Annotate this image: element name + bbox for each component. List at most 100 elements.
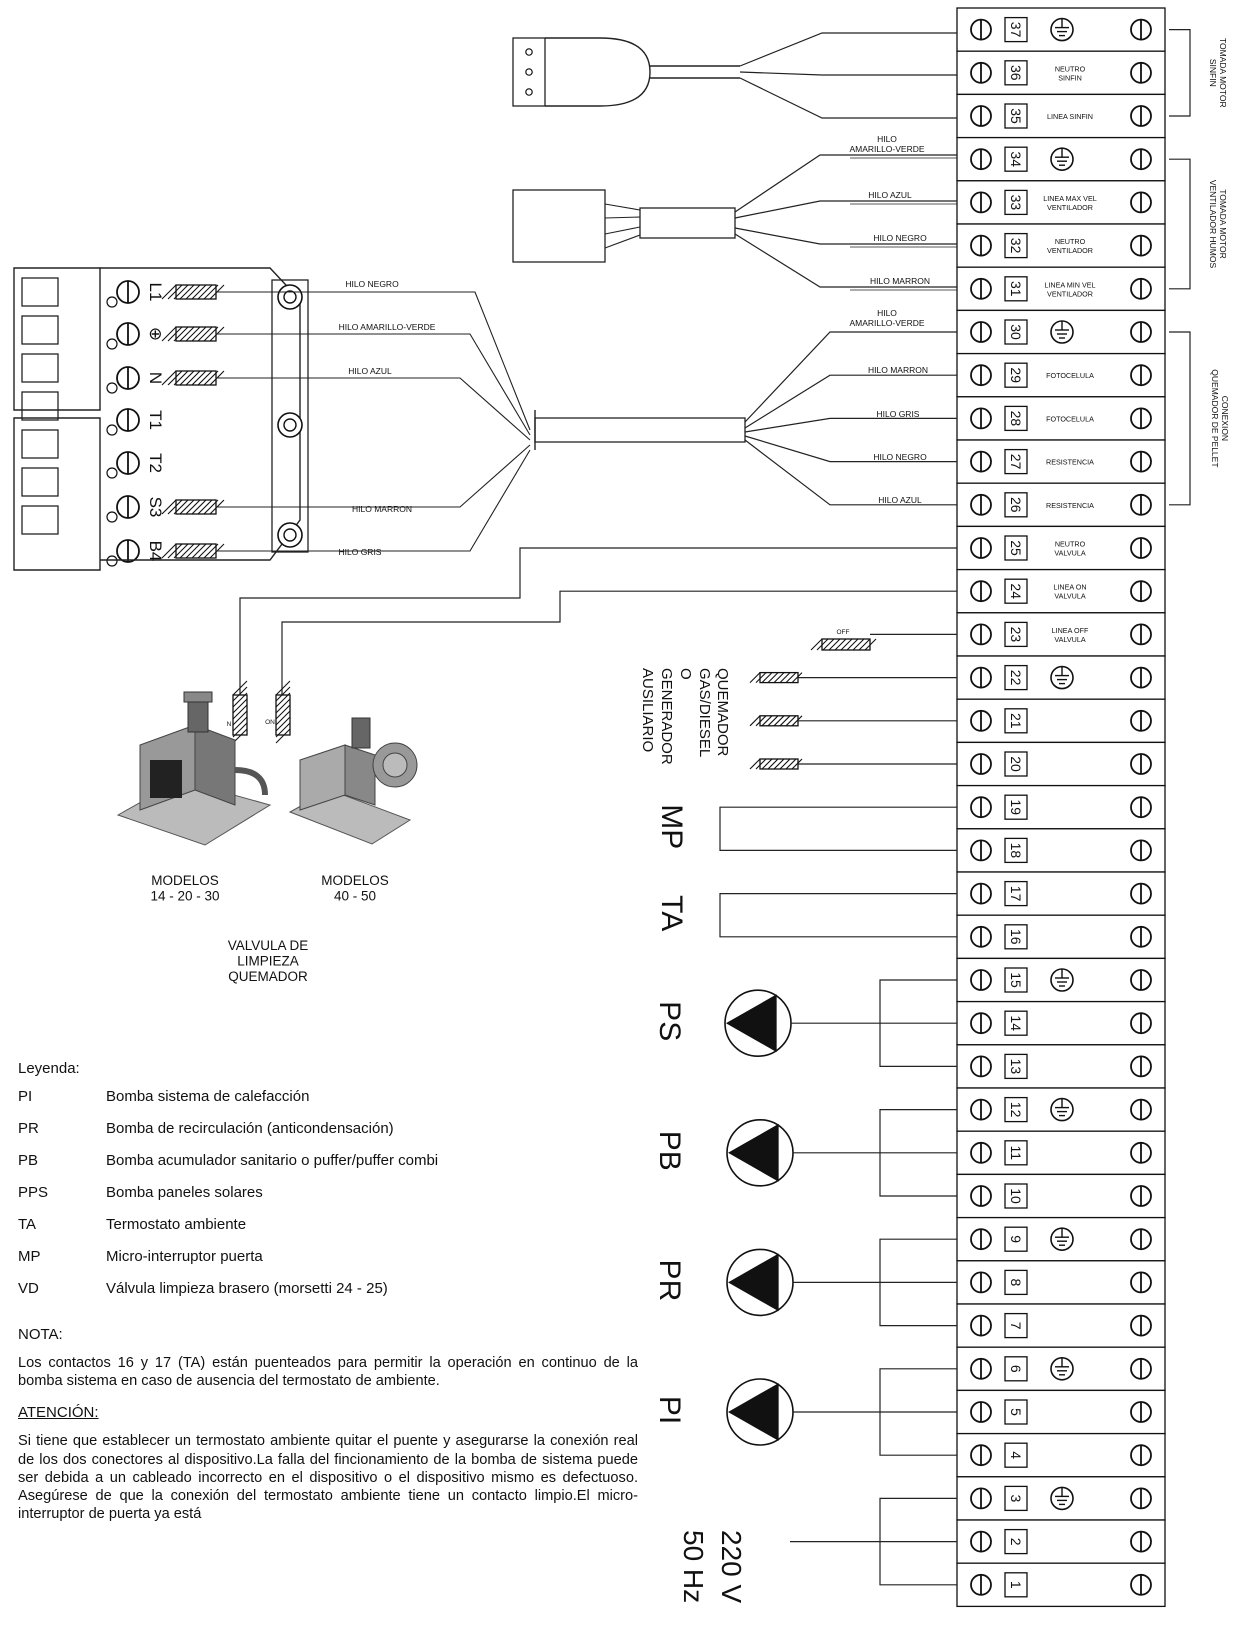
- hatch-line: [173, 499, 189, 515]
- hatch-line: [232, 704, 248, 720]
- screw-icon: [1130, 1573, 1152, 1596]
- mp-jumper: [719, 806, 957, 851]
- terminal-number: 8: [1008, 1279, 1024, 1287]
- pump-triangle: [727, 1253, 779, 1312]
- hatch-line: [161, 543, 177, 559]
- connector-pin-label: ⊕: [146, 327, 165, 341]
- hatch-line: [810, 638, 823, 651]
- terminal-number-box: [1004, 1399, 1028, 1425]
- screw-icon: [1130, 1271, 1152, 1294]
- terminal-number-box: [1004, 1226, 1028, 1252]
- ground-icon: [1050, 1227, 1074, 1251]
- hatch-line: [191, 543, 207, 559]
- terminal-label: LINEA MAX VEL: [1043, 194, 1097, 203]
- connector-shell: [13, 267, 101, 571]
- valve-model-b-icon: [288, 717, 418, 845]
- terminal-number-box: [1004, 1096, 1028, 1123]
- wire-label: HILO NEGRO: [873, 233, 927, 243]
- screw-icon: [970, 580, 992, 603]
- terminal-label: LINEA OFF: [1052, 626, 1089, 635]
- terminal-number: 34: [1008, 151, 1024, 167]
- hatch-line: [749, 672, 761, 683]
- terminal-label: VALVULA: [1054, 549, 1085, 558]
- terminal-number-box: [1004, 1053, 1028, 1080]
- connector-slot: [21, 505, 59, 535]
- terminal-22: 22: [956, 655, 1166, 700]
- terminal-9: 9: [956, 1216, 1166, 1262]
- legend-text: Termostato ambiente: [106, 1216, 247, 1233]
- terminal-number-box: [1004, 276, 1028, 302]
- screw-icon: [970, 1228, 992, 1251]
- hatch-line: [773, 758, 785, 770]
- hatch-line: [275, 692, 291, 708]
- valve-coil-front: [194, 724, 236, 806]
- screw-icon: [1130, 882, 1152, 905]
- hatch-line: [779, 672, 791, 683]
- hatch-line: [173, 326, 189, 342]
- group-label-fan: TOMADA MOTORVENTILADOR HUMOS: [1208, 180, 1228, 269]
- connector-slot: [21, 315, 59, 345]
- screw-icon: [970, 1573, 992, 1596]
- hatch-line: [816, 638, 829, 651]
- terminal-number-box: [1004, 1010, 1028, 1036]
- screw-icon: [970, 364, 992, 387]
- hatch-line: [822, 638, 835, 651]
- wire-label: HILO NEGRO: [873, 452, 927, 462]
- terminal-number: 33: [1008, 195, 1024, 211]
- hatch-line: [197, 499, 213, 515]
- aux-hatched-terminal: [749, 758, 803, 770]
- hatch-line: [185, 370, 201, 386]
- terminal-number-box: [1004, 1528, 1028, 1555]
- hatch-line: [161, 499, 177, 515]
- hatch-line: [767, 672, 779, 683]
- ground-icon: [1050, 1097, 1074, 1122]
- valve-cap: [183, 691, 213, 703]
- voltage-label: 220 V: [716, 1530, 747, 1603]
- fan-plug-wires: [604, 203, 641, 249]
- legend-code: PPS: [18, 1184, 49, 1201]
- hatch-line: [185, 499, 201, 515]
- terminal-label: NEUTRO: [1055, 237, 1086, 246]
- aux-burner-label: O: [677, 668, 694, 680]
- terminal-8: 8: [956, 1260, 1166, 1305]
- terminal-17: 17: [956, 871, 1166, 916]
- screw-icon: [1130, 1055, 1152, 1078]
- wire-31: [734, 233, 957, 288]
- hatch-line: [179, 284, 195, 300]
- screw-icon: [1130, 1487, 1152, 1510]
- aux-burner-label: GAS/DIESEL: [696, 668, 713, 757]
- hatch-line: [275, 698, 291, 714]
- ta-jumper: [719, 893, 957, 938]
- wire-37: [739, 32, 957, 67]
- terminal-label: FOTOCELULA: [1046, 414, 1094, 423]
- pump-pi-label: PI: [653, 1396, 686, 1424]
- connector-hatched-terminal: [161, 326, 225, 342]
- hatch-line: [852, 638, 865, 651]
- pump-triangle: [727, 1383, 779, 1441]
- valve-stem: [351, 717, 371, 749]
- pump-ps-icon: [724, 989, 792, 1058]
- terminal-number: 12: [1008, 1102, 1024, 1118]
- valve-terminal-on: [275, 680, 291, 744]
- legend-text: Bomba sistema de calefacción: [106, 1088, 310, 1105]
- pump-pi-icon: [726, 1378, 794, 1446]
- connector-housing: [100, 267, 301, 561]
- terminal-21: 21: [956, 698, 1166, 744]
- hatch-line: [179, 499, 195, 515]
- screw-icon: [970, 839, 992, 862]
- screw-icon: [1130, 839, 1152, 862]
- hatch-line: [161, 370, 177, 386]
- screw-icon: [1130, 407, 1152, 430]
- screw-icon: [1130, 969, 1152, 991]
- pump-bracket: [879, 1238, 957, 1327]
- terminal-12: 12: [956, 1087, 1166, 1132]
- terminal-label: VALVULA: [1054, 592, 1085, 601]
